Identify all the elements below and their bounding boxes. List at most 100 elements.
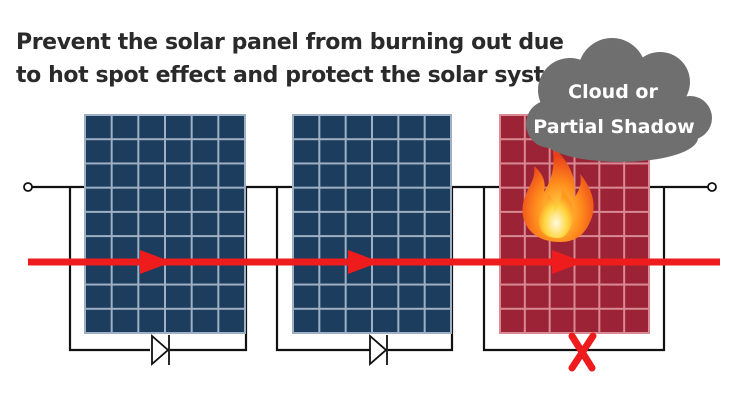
panel-cell — [192, 285, 218, 308]
panel-cell — [219, 140, 244, 163]
panel-cell — [550, 309, 574, 332]
panel-cell — [86, 188, 111, 211]
panel-cell — [425, 237, 450, 260]
panel-cell — [112, 116, 138, 139]
panel-cell — [501, 116, 524, 139]
panel-cell — [192, 237, 218, 260]
panel-cell — [112, 188, 138, 211]
panel-cell — [219, 285, 244, 308]
panel-cell — [192, 309, 218, 332]
cloud-label-line-1: Cloud or — [568, 81, 658, 103]
panel-cell — [320, 309, 345, 332]
bypass-diode-1 — [151, 334, 170, 366]
panel-cell — [625, 164, 648, 187]
panel-cell — [501, 285, 524, 308]
panel-cell — [166, 140, 191, 163]
panel-cell — [425, 309, 450, 332]
panel-cell — [139, 285, 164, 308]
current-arrow-icon — [140, 250, 172, 274]
panel-cell — [399, 140, 424, 163]
panel-cell — [346, 116, 371, 139]
panel-cell — [166, 309, 191, 332]
terminal-icon-right — [707, 182, 717, 192]
panel-cell — [346, 285, 371, 308]
solar-panels — [84, 114, 650, 334]
panel-cell — [139, 164, 164, 187]
cross-mark-icon — [568, 332, 597, 372]
panel-cell — [112, 285, 138, 308]
panel-cell — [550, 285, 574, 308]
panel-cell — [600, 237, 624, 260]
panel-cell — [373, 309, 398, 332]
panel-cell — [86, 164, 111, 187]
solar-panel-2 — [292, 114, 452, 334]
panel-cell — [600, 164, 624, 187]
current-arrow-icon — [552, 250, 584, 274]
panel-cell — [399, 237, 424, 260]
panel-cell — [373, 116, 398, 139]
panel-cell — [86, 261, 111, 284]
panel-cell — [166, 285, 191, 308]
title-line-2: to hot spot effect and protect the solar… — [16, 63, 581, 88]
panel-cell — [139, 212, 164, 236]
panel-cell — [399, 212, 424, 236]
title-line-1: Prevent the solar panel from burning out… — [16, 30, 564, 55]
panel-cell — [373, 261, 398, 284]
panel-cell — [320, 188, 345, 211]
panel-cell — [219, 237, 244, 260]
panel-cell — [625, 285, 648, 308]
panel-cell — [425, 188, 450, 211]
panel-cell — [320, 164, 345, 187]
panel-cell — [192, 164, 218, 187]
panel-cell — [86, 237, 111, 260]
panel-cell — [575, 285, 599, 308]
panel-cell — [139, 188, 164, 211]
panel-cell — [399, 309, 424, 332]
panel-cell — [166, 261, 191, 284]
panel-cell — [294, 188, 319, 211]
panel-cell — [320, 285, 345, 308]
panel-cell — [525, 261, 549, 284]
panel-cell — [86, 309, 111, 332]
panel-cell — [139, 116, 164, 139]
panel-cell — [373, 188, 398, 211]
panel-cell — [425, 116, 450, 139]
panel-cell — [112, 212, 138, 236]
panel-cell — [219, 116, 244, 139]
panel-cell — [346, 164, 371, 187]
panel-cell — [425, 285, 450, 308]
panel-cell — [575, 261, 599, 284]
panel-cell — [294, 237, 319, 260]
panel-cell — [166, 237, 191, 260]
panel-cell — [600, 285, 624, 308]
panel-cell — [139, 309, 164, 332]
flame-icon — [522, 146, 594, 242]
panel-cell — [192, 212, 218, 236]
cloud-label-line-2: Partial Shadow — [533, 116, 694, 138]
panel-cell — [425, 261, 450, 284]
panel-cell — [625, 309, 648, 332]
panel-cell — [501, 212, 524, 236]
panel-cell — [399, 164, 424, 187]
panel-cell — [112, 140, 138, 163]
panel-cell — [625, 212, 648, 236]
panel-cell — [373, 237, 398, 260]
panel-cell — [373, 164, 398, 187]
panel-cell — [625, 237, 648, 260]
panel-cell — [399, 188, 424, 211]
panel-cell — [294, 285, 319, 308]
panel-cell — [346, 309, 371, 332]
panel-cell — [294, 164, 319, 187]
panel-cell — [192, 116, 218, 139]
panel-cell — [86, 285, 111, 308]
panel-cell — [625, 188, 648, 211]
panel-cell — [320, 140, 345, 163]
panel-cell — [166, 116, 191, 139]
panel-cell — [425, 164, 450, 187]
panel-cell — [501, 140, 524, 163]
panel-cell — [219, 212, 244, 236]
panel-cell — [425, 212, 450, 236]
panel-cell — [373, 140, 398, 163]
panel-cell — [192, 140, 218, 163]
panel-cell — [501, 164, 524, 187]
